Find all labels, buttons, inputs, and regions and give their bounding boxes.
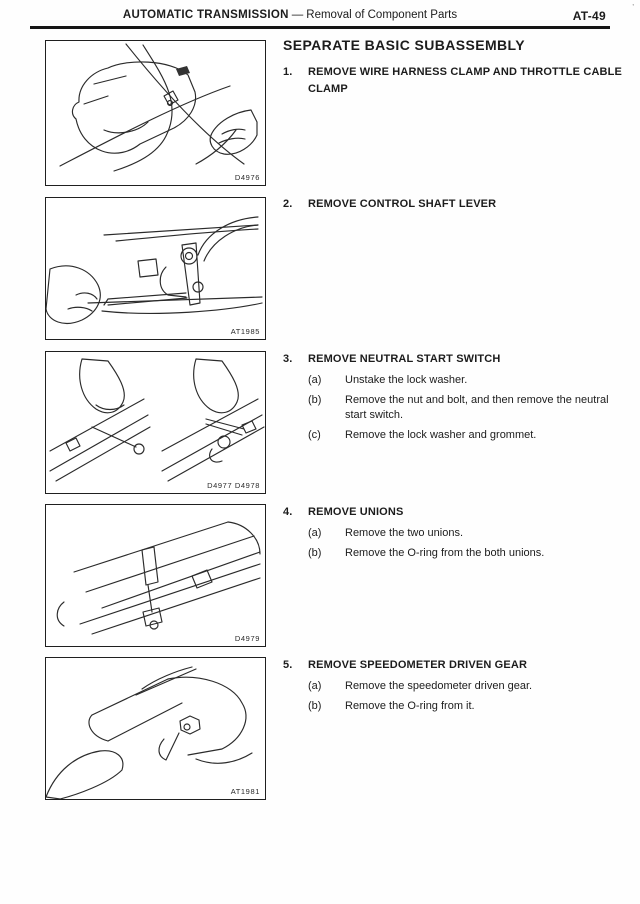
step-number: 4. [283, 506, 293, 518]
neutral-start-switch-illustration [49, 358, 265, 482]
substep: (a) Remove the two unions. [308, 526, 623, 541]
substep-text: Remove the nut and bolt, and then remove… [345, 394, 609, 421]
figure-box-4: D4979 [45, 504, 266, 647]
step-heading: REMOVE WIRE HARNESS CLAMP AND THROTTLE C… [308, 66, 622, 95]
figure-box-2: AT1985 [45, 197, 266, 340]
substep: (b) Remove the nut and bolt, and then re… [308, 393, 623, 422]
transmission-harness-clamp-illustration [59, 43, 258, 172]
figure-code: D4979 [234, 634, 260, 643]
substep-label: (b) [308, 394, 322, 407]
substep-text: Remove the speedometer driven gear. [345, 679, 533, 692]
scan-artifact-mark: ’ [632, 3, 634, 12]
page-number: AT-49 [572, 9, 606, 23]
substep-text: Unstake the lock washer. [345, 373, 468, 386]
substep-label: (b) [308, 547, 322, 560]
step-heading: REMOVE CONTROL SHAFT LEVER [308, 198, 497, 210]
substep-label: (a) [308, 526, 322, 539]
figure-box-3: D4977 D4978 [45, 351, 266, 494]
figure-code: D4977 D4978 [207, 481, 260, 490]
unions-removal-illustration [56, 521, 261, 635]
substep-text: Remove the O-ring from the both unions. [345, 547, 545, 560]
step-2: 2. REMOVE CONTROL SHAFT LEVER [283, 196, 623, 213]
substep-label: (b) [308, 700, 322, 713]
step-4: 4. REMOVE UNIONS (a) Remove the two unio… [283, 504, 623, 567]
step-1: 1. REMOVE WIRE HARNESS CLAMP AND THROTTL… [283, 64, 623, 97]
figure-code: AT1985 [230, 327, 260, 336]
header-separator: — [291, 9, 304, 21]
substep-text: Remove the lock washer and grommet. [345, 429, 537, 442]
step-number: 3. [283, 353, 293, 365]
page-header: AUTOMATIC TRANSMISSION—Removal of Compon… [30, 9, 610, 27]
step-heading: REMOVE NEUTRAL START SWITCH [308, 353, 501, 365]
control-shaft-lever-illustration [46, 216, 263, 324]
substep: (b) Remove the O-ring from it. [308, 699, 623, 714]
step-number: 2. [283, 198, 293, 210]
header-title: AUTOMATIC TRANSMISSION—Removal of Compon… [30, 9, 550, 21]
substep: (b) Remove the O-ring from the both unio… [308, 546, 623, 561]
step-number: 5. [283, 659, 293, 671]
speedometer-driven-gear-illustration [46, 666, 253, 799]
header-rule [30, 26, 610, 29]
step-number: 1. [283, 66, 293, 78]
substep: (c) Remove the lock washer and grommet. [308, 428, 623, 443]
figure-box-5: AT1981 [45, 657, 266, 800]
header-section-title: AUTOMATIC TRANSMISSION [122, 9, 289, 21]
step-heading: REMOVE UNIONS [308, 506, 404, 518]
substep-label: (a) [308, 373, 322, 386]
substep-text: Remove the O-ring from it. [345, 700, 475, 713]
substep-label: (a) [308, 679, 322, 692]
step-5: 5. REMOVE SPEEDOMETER DRIVEN GEAR (a) Re… [283, 657, 623, 720]
header-subsection: Removal of Component Parts [306, 9, 458, 21]
substep: (a) Unstake the lock washer. [308, 373, 623, 388]
figure-code: D4976 [234, 173, 260, 182]
substep-label: (c) [308, 429, 321, 442]
figure-box-1: D4976 [45, 40, 266, 186]
substep-text: Remove the two unions. [345, 526, 464, 539]
step-heading: REMOVE SPEEDOMETER DRIVEN GEAR [308, 659, 528, 671]
substep: (a) Remove the speedometer driven gear. [308, 679, 623, 694]
figure-code: AT1981 [230, 787, 260, 796]
section-title: SEPARATE BASIC SUBASSEMBLY [283, 37, 525, 53]
step-3: 3. REMOVE NEUTRAL START SWITCH (a) Unsta… [283, 351, 623, 449]
